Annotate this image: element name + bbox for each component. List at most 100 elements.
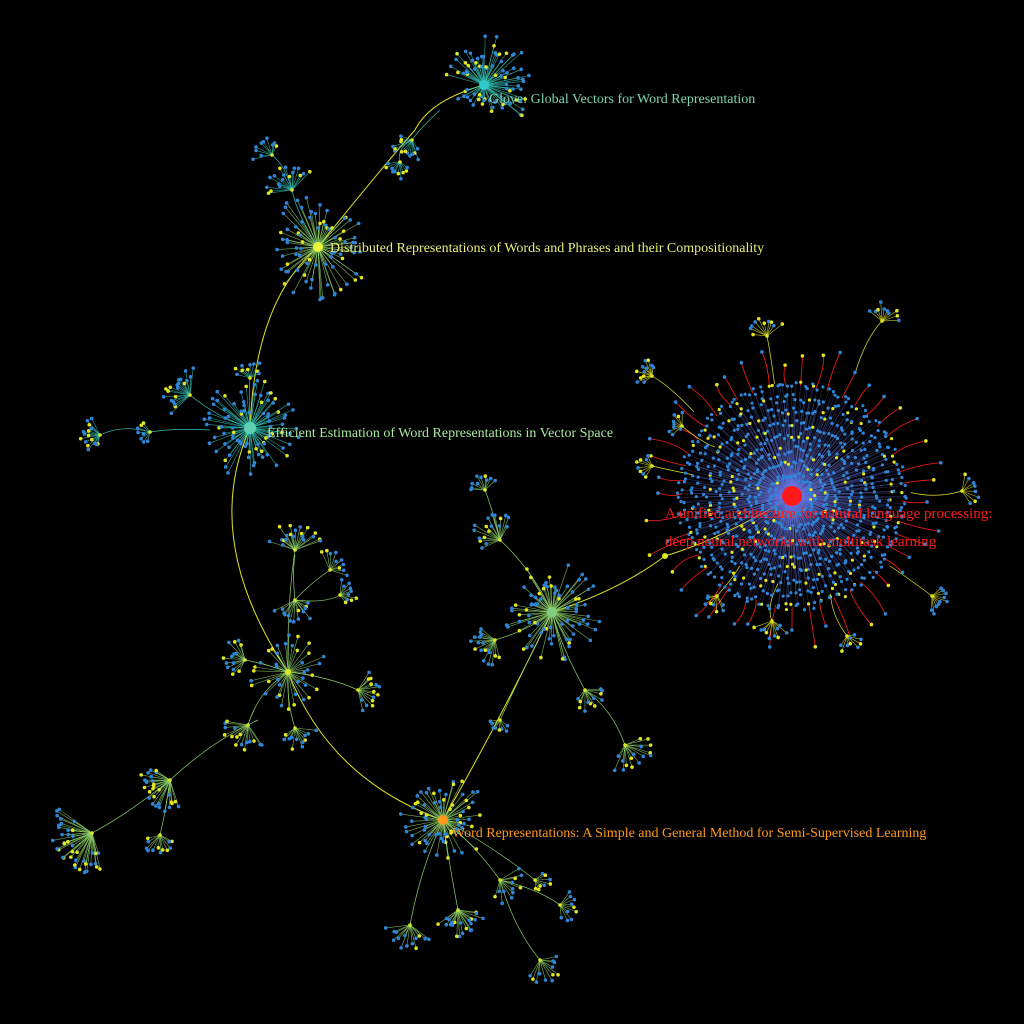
leaf-node (680, 410, 685, 415)
leaf-node (499, 59, 504, 64)
leaf-edge (685, 472, 793, 497)
leaf-node (730, 474, 734, 479)
leaf-node (717, 458, 721, 462)
branch-node (650, 464, 654, 468)
leaf-node (83, 862, 88, 866)
leaf-edge (624, 744, 644, 757)
leaf-node (870, 482, 874, 486)
branch-node (290, 188, 294, 192)
leaf-edge (483, 78, 523, 86)
leaf-edge (329, 559, 342, 571)
leaf-edge (249, 409, 294, 429)
leaf-node (830, 554, 834, 558)
leaf-edge (536, 959, 541, 983)
leaf-node (762, 557, 766, 561)
leaf-node (739, 360, 744, 365)
leaf-node (93, 441, 97, 446)
leaf-node (808, 553, 812, 557)
leaf-node (845, 486, 850, 491)
leaf-edge (484, 478, 491, 491)
leaf-edge (700, 495, 793, 553)
leaf-edge (442, 819, 477, 850)
leaf-edge (294, 526, 301, 551)
leaf-edge (776, 402, 793, 497)
leaf-node (797, 539, 802, 543)
leaf-node (416, 157, 420, 162)
leaf-node (313, 531, 318, 535)
leaf-node (936, 529, 941, 533)
leaf-node (341, 568, 346, 573)
leaf-node (705, 416, 709, 420)
leaf-edge (287, 229, 319, 248)
leaf-edge (173, 394, 191, 403)
leaf-edge (483, 36, 497, 86)
leaf-node (521, 647, 526, 651)
leaf-node (300, 240, 305, 244)
leaf-node (784, 602, 788, 606)
leaf-edge (285, 643, 289, 673)
leaf-node (703, 485, 707, 489)
red-edge (799, 355, 803, 387)
leaf-node (802, 551, 806, 555)
leaf-node (802, 527, 806, 531)
leaf-node (836, 526, 841, 530)
leaf-node (799, 509, 803, 513)
branch-node (148, 430, 152, 434)
leaf-node (247, 450, 252, 454)
leaf-node (827, 463, 831, 467)
branch-edge (244, 659, 289, 673)
leaf-node (752, 451, 756, 455)
leaf-node (806, 576, 810, 580)
leaf-node (859, 637, 863, 642)
leaf-node (835, 592, 839, 596)
leaf-node (298, 233, 303, 237)
leaf-edge (777, 396, 793, 497)
leaf-node (726, 468, 730, 472)
leaf-edge (753, 334, 768, 337)
leaf-node (820, 589, 824, 594)
leaf-edge (559, 904, 575, 908)
leaf-node (893, 526, 897, 530)
leaf-node (767, 607, 772, 611)
leaf-node (285, 237, 289, 242)
leaf-node (535, 602, 540, 606)
leaf-node (858, 642, 863, 646)
leaf-node (306, 601, 310, 605)
leaf-node (648, 743, 653, 747)
leaf-node (517, 866, 521, 871)
leaf-node (828, 574, 832, 578)
leaf-node (284, 537, 288, 542)
label-distributed: Distributed Representations of Words and… (330, 241, 764, 256)
leaf-edge (400, 135, 413, 141)
leaf-node (338, 287, 343, 292)
leaf-node (423, 838, 427, 843)
leaf-node (567, 644, 571, 649)
red-edge (901, 500, 928, 504)
leaf-node (550, 978, 554, 983)
leaf-node (759, 403, 763, 407)
leaf-node (434, 833, 438, 837)
leaf-node (823, 510, 827, 514)
leaf-edge (228, 642, 246, 661)
leaf-node (714, 525, 718, 529)
leaf-edge (732, 495, 793, 558)
leaf-node (396, 171, 401, 176)
leaf-node (824, 557, 828, 561)
leaf-node (855, 551, 860, 555)
leaf-node (889, 543, 893, 547)
leaf-node (846, 411, 850, 415)
leaf-node (178, 377, 183, 382)
leaf-edge (791, 391, 834, 497)
leaf-node (296, 435, 301, 440)
leaf-node (758, 478, 763, 482)
leaf-node (490, 64, 495, 68)
leaf-node (271, 401, 275, 405)
leaf-edge (791, 420, 797, 497)
leaf-node (750, 566, 754, 571)
leaf-node (784, 607, 789, 612)
branch-edge (651, 375, 695, 413)
leaf-node (232, 402, 236, 406)
leaf-node (542, 883, 547, 888)
leaf-edge (91, 832, 99, 854)
leaf-node (852, 633, 857, 637)
